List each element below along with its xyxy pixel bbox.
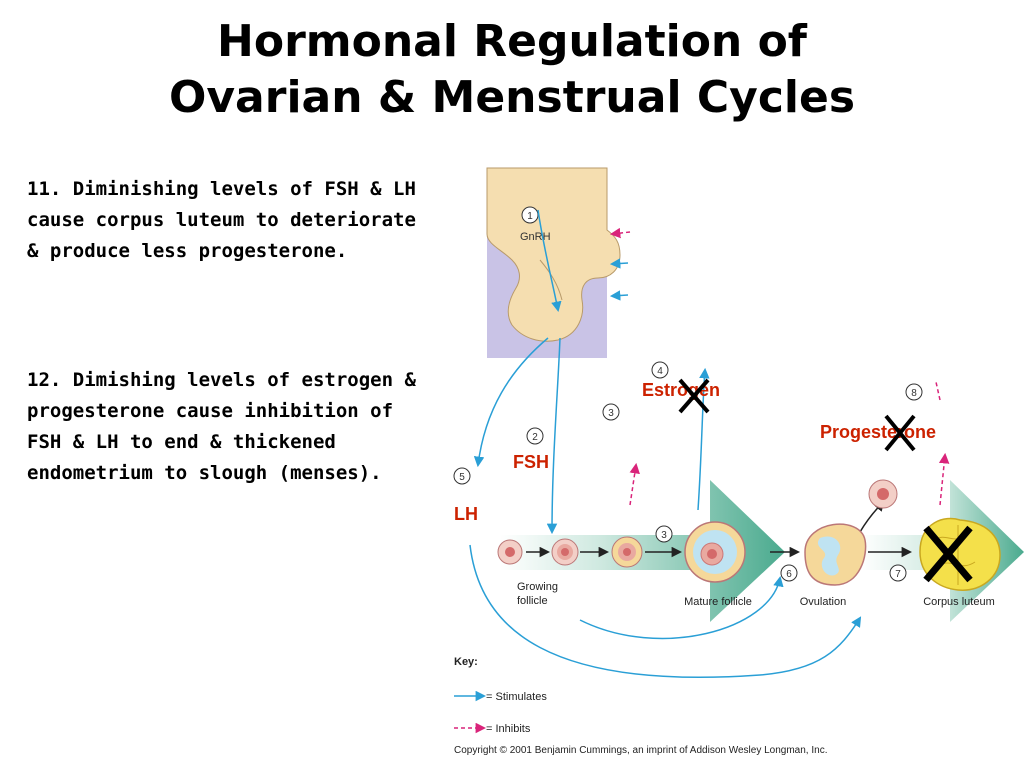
corpus-luteum-label: Corpus luteum <box>923 596 995 608</box>
copyright-text: Copyright © 2001 Benjamin Cummings, an i… <box>454 745 827 756</box>
step-5-marker: 5 <box>453 467 471 485</box>
gnrh-arrow <box>537 209 562 313</box>
stimulate-arrow-b <box>609 290 629 301</box>
growing-follicle-label-line2: follicle <box>517 595 548 607</box>
step-8-inhibit-arrow <box>935 381 941 401</box>
released-ovum <box>868 479 898 509</box>
step-2-label: 2 <box>532 432 538 443</box>
growing-follicle-2 <box>551 538 579 566</box>
progesterone-label: Progesterone <box>820 422 936 442</box>
cross-mark-icon <box>923 525 973 583</box>
gland-stalk <box>539 259 563 301</box>
step-3b-label: 3 <box>661 530 667 541</box>
title-line-2: Ovarian & Menstrual Cycles <box>168 72 856 123</box>
progesterone-inhibit-arrow <box>938 452 950 506</box>
lh-curve-to-ovulation <box>469 544 862 679</box>
step-3a-label: 3 <box>608 408 614 419</box>
mature-follicle <box>684 521 746 583</box>
step-3b-marker: 3 <box>655 525 673 543</box>
estrogen-inhibit-arrow <box>629 462 640 506</box>
follicle-band <box>500 480 785 622</box>
step-3a-marker: 3 <box>602 403 620 421</box>
key-inhibits-label: = Inhibits <box>486 723 531 735</box>
corpus-luteum <box>919 517 1001 591</box>
step-1-marker <box>521 206 539 224</box>
step-7-marker: 7 <box>889 564 907 582</box>
growing-follicle-1 <box>497 539 523 565</box>
step-8-label: 8 <box>911 388 917 399</box>
title-line-1: Hormonal Regulation of <box>217 16 807 67</box>
fsh-arrow <box>546 337 561 535</box>
step-6-marker: 6 <box>780 564 798 582</box>
growing-follicle-3 <box>611 536 643 568</box>
growing-follicle-label-line1: Growing <box>517 581 558 593</box>
cross-mark-icon <box>884 414 916 452</box>
step-5-label: 5 <box>459 472 465 483</box>
point-11-text: 11. Diminishing levels of FSH & LH cause… <box>27 178 416 262</box>
ovulation-label: Ovulation <box>800 596 846 608</box>
estrogen-label: Estrogen <box>642 380 720 400</box>
step-1-label: 1 <box>527 211 533 222</box>
cross-mark-icon <box>678 378 710 414</box>
step-8-marker: 8 <box>905 383 923 401</box>
step-6-label: 6 <box>786 569 792 580</box>
lh-arrow <box>473 337 549 468</box>
step-4-marker: 4 <box>651 361 669 379</box>
stimulate-arrow-a <box>609 258 629 269</box>
slide-title: Hormonal Regulation of Ovarian & Menstru… <box>0 14 1024 126</box>
key-stimulates-label: = Stimulates <box>486 691 547 703</box>
inhibit-arrow-a <box>609 227 631 239</box>
step-2-marker: 2 <box>526 427 544 445</box>
lh-curve-to-corpus <box>579 575 784 640</box>
point-12-text: 12. Dimishing levels of estrogen & proge… <box>27 369 416 484</box>
step-4-label: 4 <box>657 366 663 377</box>
key-title: Key: <box>454 656 478 668</box>
ovulation-follicle <box>804 523 867 586</box>
ovarian-cycle-diagram: 1 GnRH <box>453 167 1024 756</box>
lh-label: LH <box>454 504 478 524</box>
fsh-label: FSH <box>513 452 549 472</box>
step-7-label: 7 <box>895 569 901 580</box>
gnrh-label: GnRH <box>520 231 551 243</box>
mature-follicle-label: Mature follicle <box>684 596 752 608</box>
